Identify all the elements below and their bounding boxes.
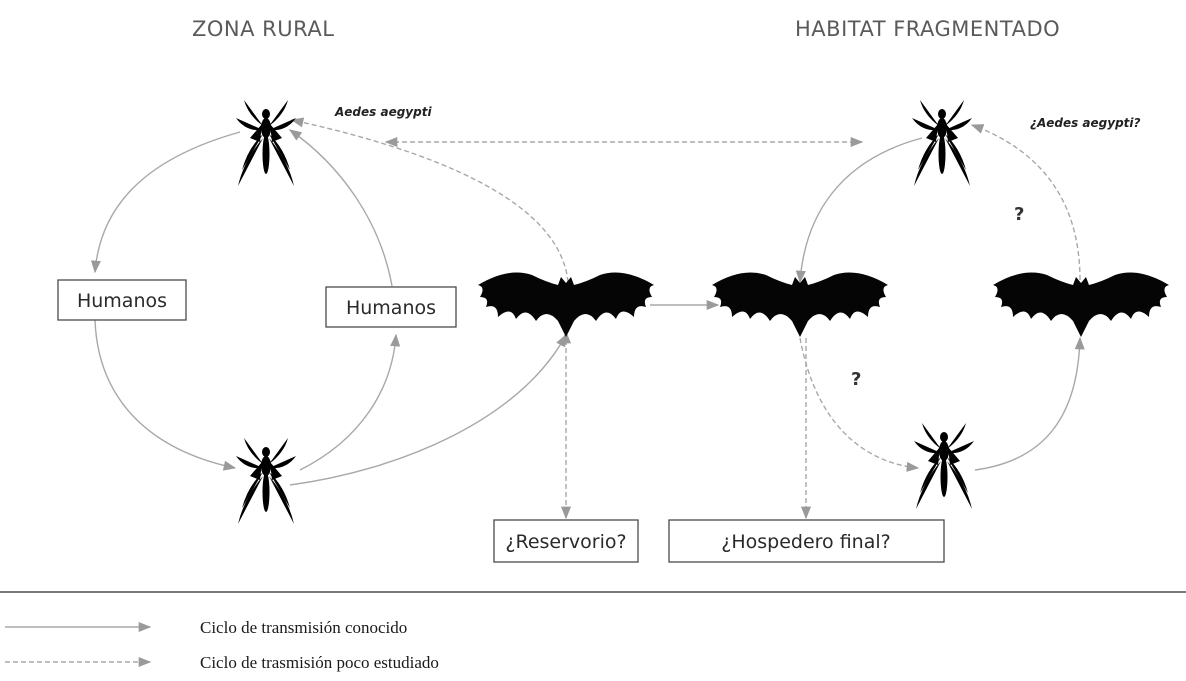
title-zona-rural: ZONA RURAL — [192, 17, 334, 41]
arrow-mosquito-to-right-bat — [975, 338, 1080, 470]
species-label-aedes-aegypti: Aedes aegypti — [334, 105, 432, 119]
box-humanos-2: Humanos — [326, 287, 456, 327]
box-label: Humanos — [346, 297, 436, 319]
box-reservorio: ¿Reservorio? — [494, 520, 638, 562]
box-label: ¿Hospedero final? — [721, 531, 890, 553]
question-mark-lower: ? — [851, 369, 861, 390]
bat-icon-left — [478, 273, 654, 337]
dashed-arrow-bat-to-bottom-mosquito — [800, 338, 918, 468]
mosquito-icon-top-left — [236, 98, 296, 186]
arrow-humanos-2-to-mosquito — [290, 130, 392, 286]
mosquito-icon-bottom-left — [236, 436, 296, 524]
mosquito-icon-top-right — [912, 98, 972, 186]
box-hospedero-final: ¿Hospedero final? — [669, 520, 944, 562]
box-humanos-1: Humanos — [58, 280, 186, 320]
dashed-arrow-right-bat-to-mosquito — [972, 125, 1080, 280]
box-label: ¿Reservorio? — [505, 531, 626, 553]
arrow-mosquito-to-middle-bat — [800, 138, 922, 282]
legend-label-known: Ciclo de transmisión conocido — [200, 618, 407, 637]
arrow-humanos-to-mosquito — [95, 320, 235, 468]
legend-label-little-studied: Ciclo de trasmisión poco estudiado — [200, 653, 439, 672]
dashed-arrow-bat-to-mosquito — [292, 120, 568, 282]
arrow-mosquito-to-humanos-2 — [300, 335, 396, 470]
bat-icon-right — [993, 273, 1169, 337]
title-habitat-fragmentado: HABITAT FRAGMENTADO — [795, 17, 1060, 41]
question-mark-upper: ? — [1014, 204, 1024, 225]
box-label: Humanos — [77, 290, 167, 312]
arrow-mosquito-to-bat — [290, 335, 566, 485]
arrow-mosquito-to-humanos — [95, 132, 240, 272]
species-label-aedes-aegypti-question: ¿Aedes aegypti? — [1030, 116, 1141, 130]
mosquito-icon-bottom-right — [914, 421, 974, 509]
bat-icon-middle — [712, 273, 888, 337]
